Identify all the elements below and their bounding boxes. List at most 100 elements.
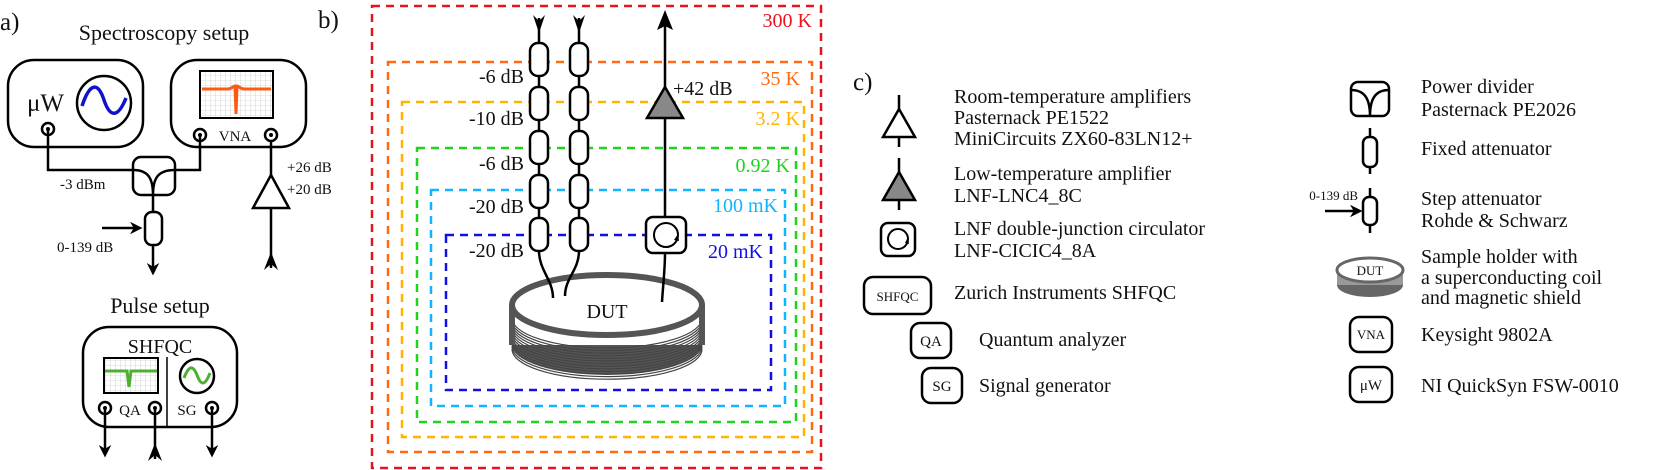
legend-vna-line: Keysight 9802A bbox=[1421, 324, 1553, 346]
uw-source-icon-text: μW bbox=[1360, 378, 1383, 394]
vna-icon bbox=[1348, 315, 1394, 354]
sg-icon-text: SG bbox=[932, 379, 951, 395]
circulator-icon bbox=[879, 221, 917, 258]
vna-icon-text: VNA bbox=[1357, 327, 1386, 342]
input-arrow-2 bbox=[573, 15, 585, 33]
panel-b: b) 300 K 35 K 3.2 K 0.92 K 100 mK 20 mK … bbox=[318, 4, 823, 470]
legend-qa-line: Quantum analyzer bbox=[979, 329, 1126, 351]
stage-temp-3-2k: 3.2 K bbox=[756, 108, 801, 130]
fixed-attenuator bbox=[568, 173, 590, 210]
legend-step-attenuator-line-1: Step attenuator bbox=[1421, 188, 1542, 210]
qa-label: QA bbox=[119, 403, 141, 419]
room-temperature-amplifier bbox=[250, 172, 292, 210]
panel-a: a) Spectroscopy setup μW VNA -3 dBm bbox=[0, 9, 332, 461]
fixed-attenuator bbox=[528, 85, 550, 122]
low-temperature-amplifier-icon bbox=[880, 169, 918, 202]
attenuation-3-2k: -10 dB bbox=[469, 108, 524, 130]
legend-circulator-line-2: LNF-CICIC4_8A bbox=[954, 240, 1097, 262]
legend-step-attenuator-line-2: Rohde & Schwarz bbox=[1421, 210, 1568, 232]
output-arrow bbox=[657, 10, 673, 30]
stage-100mk bbox=[429, 188, 787, 408]
legend-sg-line: Signal generator bbox=[979, 375, 1111, 397]
legend-divider-line-1: Power divider bbox=[1421, 76, 1534, 98]
room-temperature-amplifier-icon bbox=[880, 106, 918, 139]
stage-temp-100mk: 100 mK bbox=[713, 195, 779, 217]
amp-gain-1: +26 dB bbox=[287, 160, 332, 176]
attenuation-35k: -6 dB bbox=[479, 66, 524, 88]
uw-source: μW bbox=[6, 58, 145, 149]
sample-holder-icon-text: DUT bbox=[1357, 263, 1384, 278]
dut-label: DUT bbox=[586, 301, 627, 323]
legend-circulator-line-1: LNF double-junction circulator bbox=[954, 218, 1205, 240]
step-attenuator-icon bbox=[1361, 195, 1379, 227]
qa-icon bbox=[909, 321, 953, 360]
shfqc-icon-text: SHFQC bbox=[877, 289, 919, 304]
spectroscopy-setup-title: Spectroscopy setup bbox=[79, 20, 249, 45]
legend-lt-amp-line-1: Low-temperature amplifier bbox=[954, 163, 1171, 185]
panel-c-label: c) bbox=[853, 69, 872, 96]
fixed-attenuator bbox=[528, 41, 550, 78]
power-divider-icon bbox=[1349, 80, 1391, 118]
legend-sample-holder-line-2: a superconducting coil bbox=[1421, 267, 1602, 289]
low-temperature-amplifier bbox=[644, 84, 686, 120]
stage-temp-0-92k: 0.92 K bbox=[736, 155, 791, 177]
step-attenuator bbox=[143, 210, 164, 247]
stage-300k bbox=[370, 4, 823, 470]
legend-sample-holder-line-3: and magnetic shield bbox=[1421, 287, 1581, 309]
stage-temp-20mk: 20 mK bbox=[708, 241, 764, 263]
source-power-label: -3 dBm bbox=[60, 177, 106, 193]
vna: VNA bbox=[169, 58, 308, 149]
input-arrow-1 bbox=[533, 15, 545, 33]
legend-rt-amp-line-2: Pasternack PE1522 bbox=[954, 107, 1109, 129]
vna-label: VNA bbox=[219, 129, 252, 145]
legend-uw-line: NI QuickSyn FSW-0010 bbox=[1421, 375, 1619, 397]
attenuation-100mk: -20 dB bbox=[469, 196, 524, 218]
sample-holder-icon: DUT bbox=[1335, 256, 1405, 297]
panel-b-label: b) bbox=[318, 7, 339, 34]
fixed-attenuator bbox=[568, 216, 590, 253]
legend-rt-amp-line-3: MiniCircuits ZX60-83LN12+ bbox=[954, 128, 1193, 150]
qa-icon-text: QA bbox=[920, 334, 942, 350]
panel-c-legend: c) SHFQC QA SG Room-temperature amplifie… bbox=[853, 69, 1619, 405]
shfqc: SHFQC QA SG bbox=[81, 325, 239, 461]
stage-temp-35k: 35 K bbox=[761, 68, 801, 90]
stage-0-92k bbox=[415, 146, 798, 424]
sg-icon bbox=[920, 366, 964, 405]
fixed-attenuator bbox=[528, 173, 550, 210]
shfqc-label: SHFQC bbox=[128, 336, 192, 358]
uw-source-icon bbox=[1348, 365, 1394, 404]
sg-label: SG bbox=[177, 403, 196, 419]
output-line: +42 dB bbox=[644, 10, 733, 303]
stage-20mk bbox=[444, 233, 773, 392]
fixed-attenuator bbox=[528, 216, 550, 253]
legend-shfqc-line: Zurich Instruments SHFQC bbox=[954, 282, 1176, 304]
legend-fixed-attenuator-line: Fixed attenuator bbox=[1421, 138, 1552, 160]
legend-lt-amp-line-2: LNF-LNC4_8C bbox=[954, 185, 1082, 207]
stage-temp-300k: 300 K bbox=[763, 10, 813, 32]
panel-a-label: a) bbox=[0, 9, 19, 36]
dut-sample-holder: DUT bbox=[509, 272, 705, 380]
legend-rt-amp-line-1: Room-temperature amplifiers bbox=[954, 86, 1191, 108]
circulator bbox=[644, 215, 688, 255]
step-attenuator-icon-text: 0-139 dB bbox=[1309, 188, 1358, 203]
fixed-attenuator bbox=[568, 129, 590, 166]
amp-gain-2: +20 dB bbox=[287, 182, 332, 198]
fixed-attenuator-icon bbox=[1361, 135, 1379, 169]
legend-divider-line-2: Pasternack PE2026 bbox=[1421, 99, 1576, 121]
pulse-setup-title: Pulse setup bbox=[110, 293, 210, 318]
legend-sample-holder-line-1: Sample holder with bbox=[1421, 246, 1578, 268]
stage-35k bbox=[386, 60, 814, 454]
lna-gain: +42 dB bbox=[673, 78, 733, 100]
uw-label: μW bbox=[27, 90, 64, 117]
fixed-attenuator bbox=[568, 41, 590, 78]
stage-3-2k bbox=[400, 100, 806, 439]
shfqc-icon bbox=[862, 275, 933, 316]
attenuation-0-92k: -6 dB bbox=[479, 153, 524, 175]
input-lines bbox=[528, 15, 590, 299]
attenuation-20mk: -20 dB bbox=[469, 240, 524, 262]
fixed-attenuator bbox=[568, 85, 590, 122]
fixed-attenuator bbox=[528, 129, 550, 166]
step-attenuation-label: 0-139 dB bbox=[57, 240, 113, 256]
